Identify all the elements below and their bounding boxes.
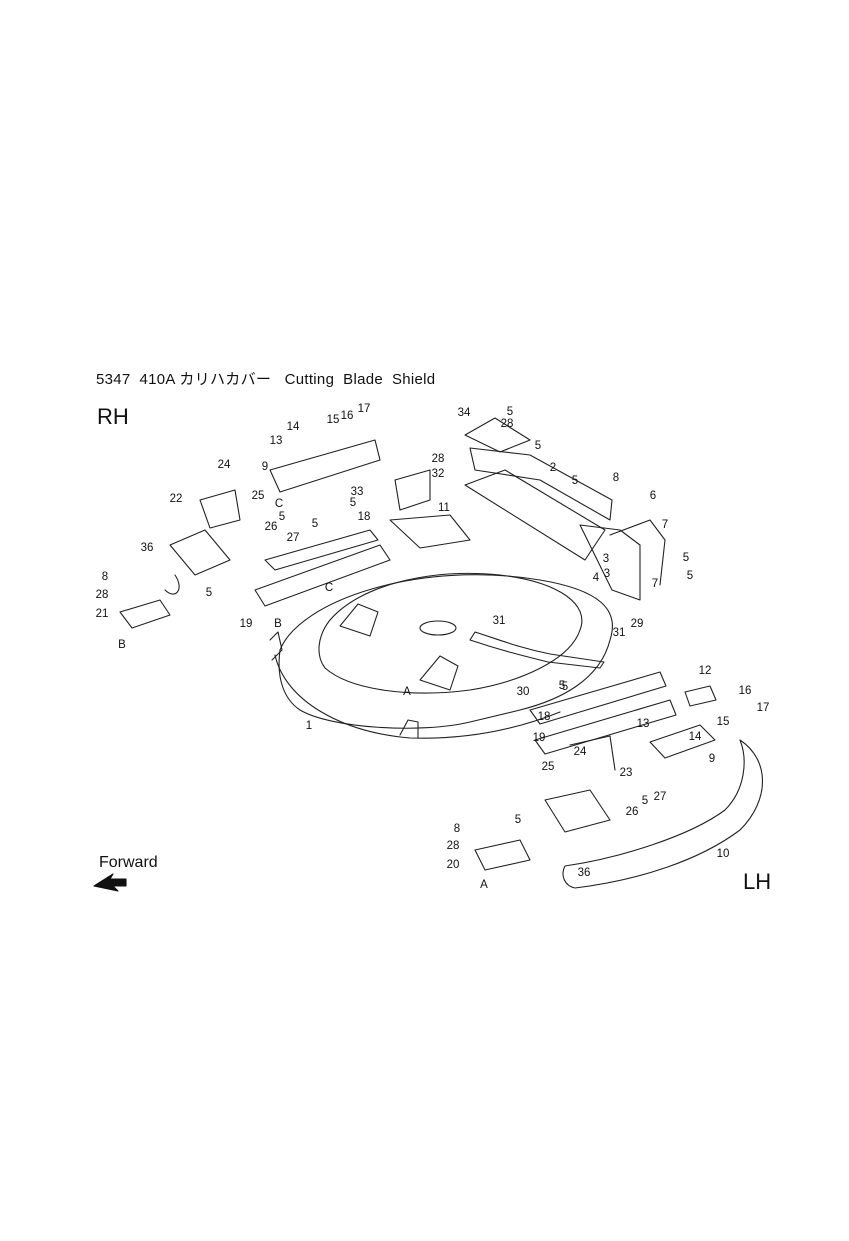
callout-label: 1 [306, 720, 312, 732]
callout-label: 19 [533, 732, 546, 744]
callout-label: 5 [642, 795, 648, 807]
callout-label: A [403, 686, 411, 698]
callout-label: 4 [593, 572, 600, 584]
callout-label: 27 [654, 791, 667, 803]
callout-label: B [118, 639, 126, 651]
forward-label: Forward [99, 854, 158, 871]
callout-label: 36 [578, 867, 591, 879]
lh-lever-assembly [474, 735, 616, 871]
callout-label: 34 [458, 407, 471, 419]
callout-label: C [275, 498, 283, 510]
lh-label: LH [743, 869, 772, 894]
callout-label: 7 [662, 519, 668, 531]
callout-label: 22 [170, 493, 183, 505]
rh-plates [254, 439, 391, 607]
side-plate-right [464, 417, 666, 601]
callout-label: 5 [559, 680, 565, 692]
callout-label: 3 [604, 568, 610, 580]
callout-label: 5 [279, 511, 285, 523]
callout-label: 9 [262, 461, 268, 473]
callout-label: 29 [631, 618, 644, 630]
callout-label: 27 [287, 532, 300, 544]
callout-label: 28 [501, 418, 514, 430]
callout-label: 18 [358, 511, 371, 523]
callout-label: 23 [620, 767, 633, 779]
callout-label: 8 [613, 472, 619, 484]
callout-label: 9 [709, 753, 715, 765]
callout-label: 16 [341, 410, 354, 422]
rh-label: RH [97, 404, 129, 429]
page-title: 5347 410A カリハカバー Cutting Blade Shield [96, 371, 436, 388]
callout-label: 30 [517, 686, 530, 698]
center-bracket [389, 469, 471, 549]
callout-label: 14 [287, 421, 300, 433]
callout-label: B [274, 618, 282, 630]
callout-label: 5 [507, 406, 513, 418]
callout-label: 5 [683, 552, 689, 564]
callout-label: 31 [493, 615, 506, 627]
callout-label: 28 [432, 453, 445, 465]
callout-label: 28 [96, 589, 109, 601]
callout-label: 16 [739, 685, 752, 697]
callout-label: 6 [650, 490, 656, 502]
callout-label: 13 [270, 435, 283, 447]
callout-label: 5 [206, 587, 212, 599]
callout-label: 13 [637, 718, 650, 730]
callout-label: 15 [717, 716, 730, 728]
callout-label: 5 [562, 681, 568, 693]
callout-label: C [325, 582, 333, 594]
callout-label: 7 [652, 578, 658, 590]
main-deck-outline [269, 572, 613, 739]
callout-label: 19 [240, 618, 253, 630]
tube-30 [469, 631, 605, 669]
callout-label: 15 [327, 414, 340, 426]
callout-label: 36 [141, 542, 154, 554]
callout-label: 5 [515, 814, 521, 826]
callout-label: 20 [447, 859, 460, 871]
callout-label: 8 [102, 571, 108, 583]
callout-label: 24 [574, 746, 587, 758]
callout-label: A [480, 879, 488, 891]
forward-arrow-icon [93, 873, 127, 892]
callout-label: 10 [717, 848, 730, 860]
callout-label: 5 [350, 497, 356, 509]
lh-side-shield [529, 671, 763, 889]
callout-label: 32 [432, 468, 445, 480]
callout-label: 11 [438, 502, 450, 514]
callout-label: 25 [252, 490, 265, 502]
callout-label: 5 [312, 518, 318, 530]
callout-label: 12 [699, 665, 712, 677]
callout-label: 25 [542, 761, 555, 773]
callout-label: 5 [535, 440, 541, 452]
callout-label: 17 [358, 403, 371, 415]
callout-label: 26 [265, 521, 278, 533]
callout-label: 28 [447, 840, 460, 852]
callout-label: 17 [757, 702, 770, 714]
callout-label: 18 [538, 711, 551, 723]
callout-label: 26 [626, 806, 639, 818]
callout-label: 24 [218, 459, 231, 471]
callout-label: 2 [550, 462, 556, 474]
rh-lever-assembly [119, 489, 241, 629]
callout-label: 14 [689, 731, 702, 743]
callout-label: 33 [351, 486, 364, 498]
callout-label: 3 [603, 553, 609, 565]
callout-label: 31 [613, 627, 626, 639]
callout-label: 21 [96, 608, 109, 620]
callout-label: 8 [454, 823, 460, 835]
callout-label: 5 [687, 570, 693, 582]
callout-label: 5 [572, 475, 578, 487]
